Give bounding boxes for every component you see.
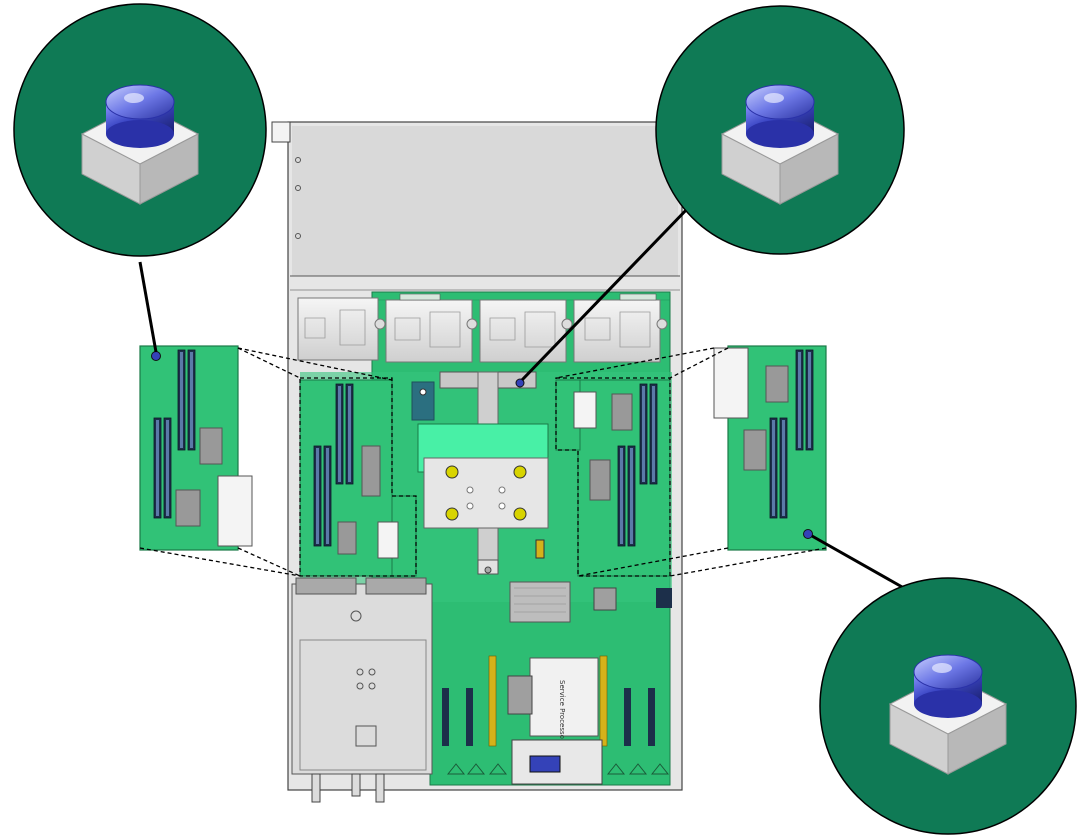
riser-right-in-chassis bbox=[515, 378, 671, 577]
left-riser-button-icon bbox=[151, 351, 161, 361]
power-supply-bay bbox=[291, 577, 433, 803]
projection-lines bbox=[139, 347, 827, 577]
board-chips bbox=[509, 539, 672, 623]
riser-left-in-chassis bbox=[299, 379, 417, 577]
right-riser-button-icon bbox=[803, 529, 813, 539]
fan-row bbox=[297, 293, 668, 363]
service-processor: Service Processor (SP) bbox=[507, 657, 599, 758]
sp-label: Service Processor (SP) bbox=[558, 680, 566, 758]
cpu-heatsink bbox=[417, 423, 549, 529]
leader-lines bbox=[138, 204, 919, 598]
riser-card-left-exploded bbox=[139, 345, 253, 551]
callout-top-left bbox=[13, 3, 267, 257]
riser-card-right-exploded bbox=[713, 345, 827, 551]
callout-top-right bbox=[655, 5, 905, 255]
callout-bottom-right bbox=[819, 577, 1077, 835]
pcie-slots bbox=[442, 655, 655, 747]
